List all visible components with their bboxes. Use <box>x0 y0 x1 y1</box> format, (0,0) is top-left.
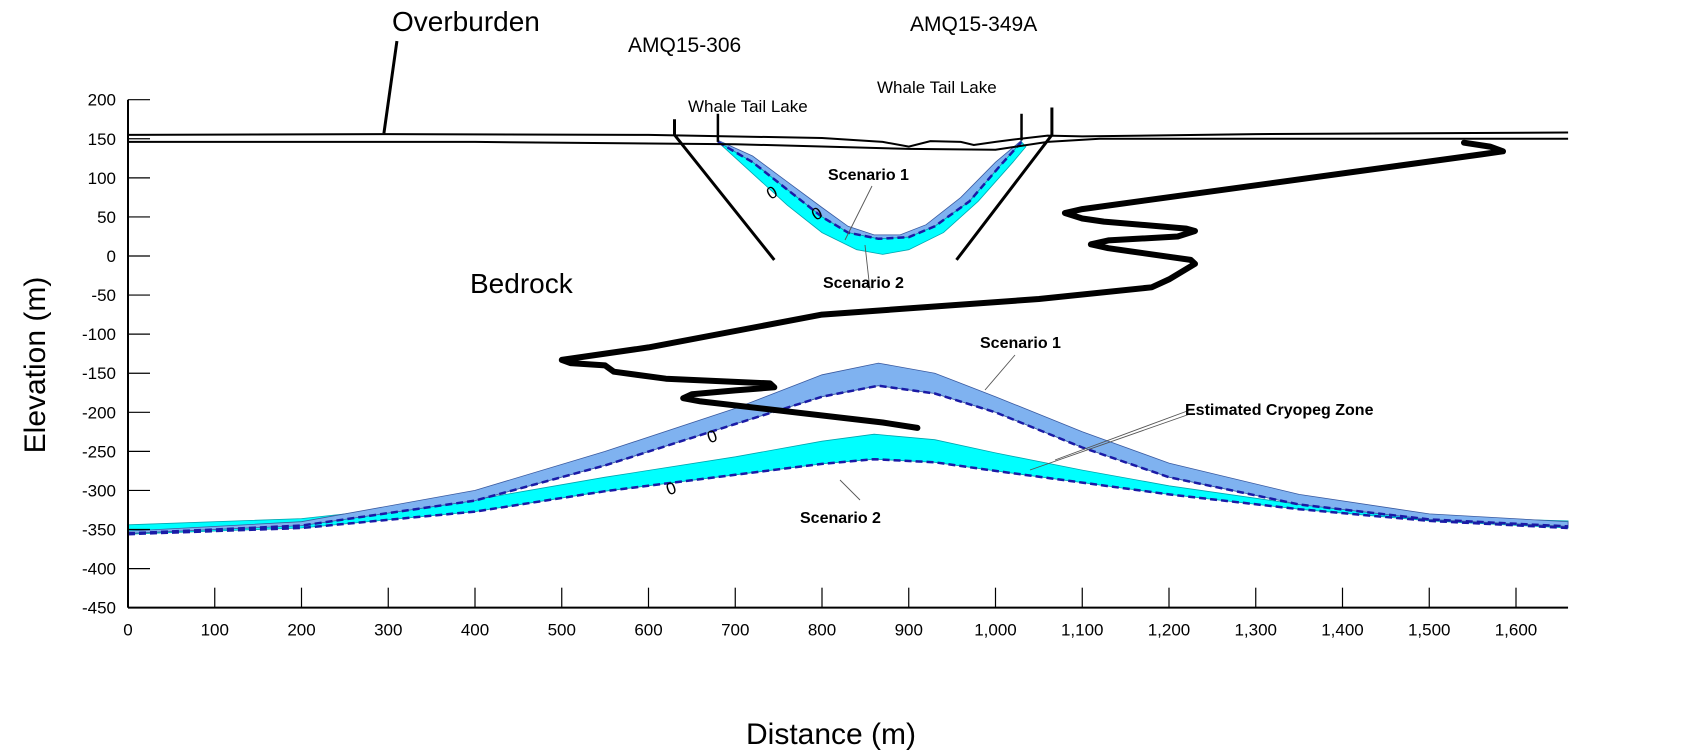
leader-line <box>839 479 861 501</box>
x-tick-label: 1,000 <box>974 621 1017 640</box>
y-tick-label: 150 <box>88 130 116 149</box>
lake-label-2: Whale Tail Lake <box>877 78 997 97</box>
y-axis-title: Elevation (m) <box>19 277 52 454</box>
x-axis-title: Distance (m) <box>746 718 916 751</box>
x-tick-label: 800 <box>808 621 836 640</box>
x-tick-label: 400 <box>461 621 489 640</box>
x-tick-label: 1,300 <box>1234 621 1277 640</box>
x-tick-label: 900 <box>895 621 923 640</box>
axes: 200150100500-50-100-150-200-250-300-350-… <box>82 91 1569 640</box>
bedrock-surface-line <box>128 137 1569 151</box>
ground-surface-line <box>127 131 1569 148</box>
y-tick-label: -350 <box>82 521 116 540</box>
top-scenario-dashed-line <box>717 140 1023 241</box>
drill-hole-a-label: AMQ15-306 <box>628 34 741 57</box>
y-tick-label: 50 <box>97 208 116 227</box>
x-tick-label: 500 <box>548 621 576 640</box>
y-tick-label: 200 <box>88 91 116 110</box>
x-tick-label: 100 <box>201 621 229 640</box>
x-tick-label: 600 <box>634 621 662 640</box>
bottom-scenario-2-dashed-line <box>127 457 1569 536</box>
y-tick-label: -250 <box>82 442 116 461</box>
x-tick-label: 300 <box>374 621 402 640</box>
drill-hole-line-2 <box>955 107 1054 261</box>
x-tick-label: 1,600 <box>1495 621 1538 640</box>
y-tick-label: -300 <box>82 481 116 500</box>
x-tick-label: 1,100 <box>1061 621 1104 640</box>
bottom-scenario-1-dashed-line <box>127 384 1569 535</box>
y-tick-label: -150 <box>82 364 116 383</box>
x-tick-label: 700 <box>721 621 749 640</box>
top-scenario-2-label: Scenario 2 <box>823 275 904 292</box>
cryopeg-zone-label: Estimated Cryopeg Zone <box>1185 402 1374 419</box>
cryopeg-boundary-line <box>558 139 1506 431</box>
y-tick-label: 100 <box>88 169 116 188</box>
leader-line <box>1029 413 1191 471</box>
bottom-scenario-2-label: Scenario 2 <box>800 510 881 527</box>
overburden-label: Overburden <box>392 6 540 37</box>
leader-line <box>864 244 871 291</box>
x-tick-label: 1,200 <box>1148 621 1191 640</box>
bedrock-label: Bedrock <box>470 268 574 299</box>
y-tick-label: -100 <box>82 325 116 344</box>
y-tick-label: 0 <box>107 247 116 266</box>
geology-lines <box>127 40 1569 501</box>
cryopeg-zones <box>127 139 1569 536</box>
top-scenario-2-zone <box>717 141 1027 255</box>
drill-hole-b-label: AMQ15-349A <box>910 13 1037 36</box>
x-tick-label: 1,400 <box>1321 621 1364 640</box>
overburden-leader-line <box>382 40 399 134</box>
leader-line <box>844 185 873 241</box>
drill-hole-line-1 <box>673 119 776 261</box>
top-scenario-1-label: Scenario 1 <box>828 167 909 184</box>
y-tick-label: -200 <box>82 403 116 422</box>
top-scenario-1-zone <box>717 139 1022 240</box>
y-tick-label: -50 <box>91 286 116 305</box>
y-tick-label: -400 <box>82 560 116 579</box>
leader-line <box>1054 409 1191 461</box>
x-tick-label: 0 <box>123 621 132 640</box>
lake-label-1: Whale Tail Lake <box>688 97 808 116</box>
y-tick-label: -450 <box>82 599 116 618</box>
bottom-scenario-1-label: Scenario 1 <box>980 335 1061 352</box>
x-tick-label: 1,500 <box>1408 621 1451 640</box>
x-tick-label: 200 <box>287 621 315 640</box>
leader-line <box>984 354 1016 391</box>
